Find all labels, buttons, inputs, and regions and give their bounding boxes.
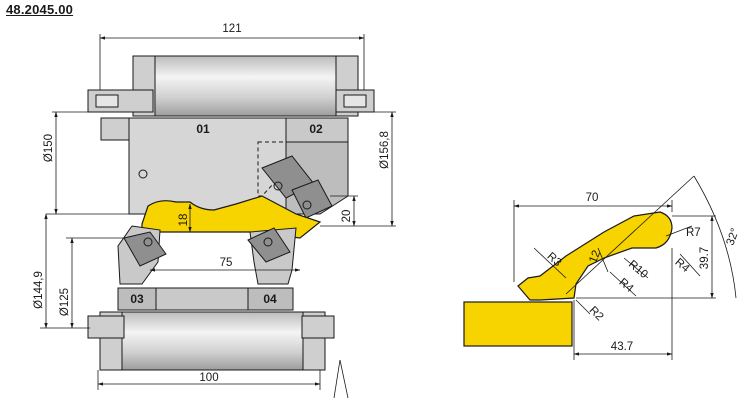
segment-label-02: 02 <box>309 122 323 136</box>
tool-dimension-lines <box>40 34 396 399</box>
dim-lower-span: 75 <box>220 257 233 269</box>
radius-r7: R7 <box>686 227 701 239</box>
dim-profile-width: 70 <box>586 192 599 204</box>
dim-diameter-lower-inner: Ø125 <box>59 288 71 316</box>
dim-bottom-width: 100 <box>199 372 218 384</box>
tool-assembly <box>40 34 396 399</box>
dim-top-width: 121 <box>222 23 241 35</box>
profile-detail <box>463 175 737 360</box>
profile-dimension-lines <box>513 175 737 360</box>
radius-r2: R2 <box>587 304 606 323</box>
profile-shape <box>517 211 673 301</box>
radius-r4-upper: R4 <box>672 256 691 275</box>
dim-profile-height: 39.7 <box>699 247 711 269</box>
upper-spindle <box>87 55 375 117</box>
dim-inner-height: 12 <box>587 249 603 265</box>
segment-label-01: 01 <box>196 122 210 136</box>
dim-diameter-upper-right: Ø156,8 <box>379 131 391 169</box>
segment-label-03: 03 <box>130 292 144 306</box>
radius-r10: R10 <box>626 258 650 281</box>
dim-diameter-upper-left: Ø150 <box>43 134 55 162</box>
upper-inserts <box>138 155 333 219</box>
dim-profile-offset: 43.7 <box>611 341 633 353</box>
radius-r4-lower: R4 <box>616 276 635 295</box>
lower-spindle <box>87 311 335 371</box>
dim-profile-height: 18 <box>178 214 190 227</box>
dim-profile-angle: 32° <box>725 227 742 247</box>
part-number: 48.2045.00 <box>6 2 74 17</box>
dim-step-height: 20 <box>341 210 353 223</box>
segment-label-04: 04 <box>263 292 277 306</box>
dim-diameter-lower-outer: Ø144,9 <box>33 271 45 309</box>
tool-profile <box>141 195 322 239</box>
workpiece-block <box>463 301 573 347</box>
